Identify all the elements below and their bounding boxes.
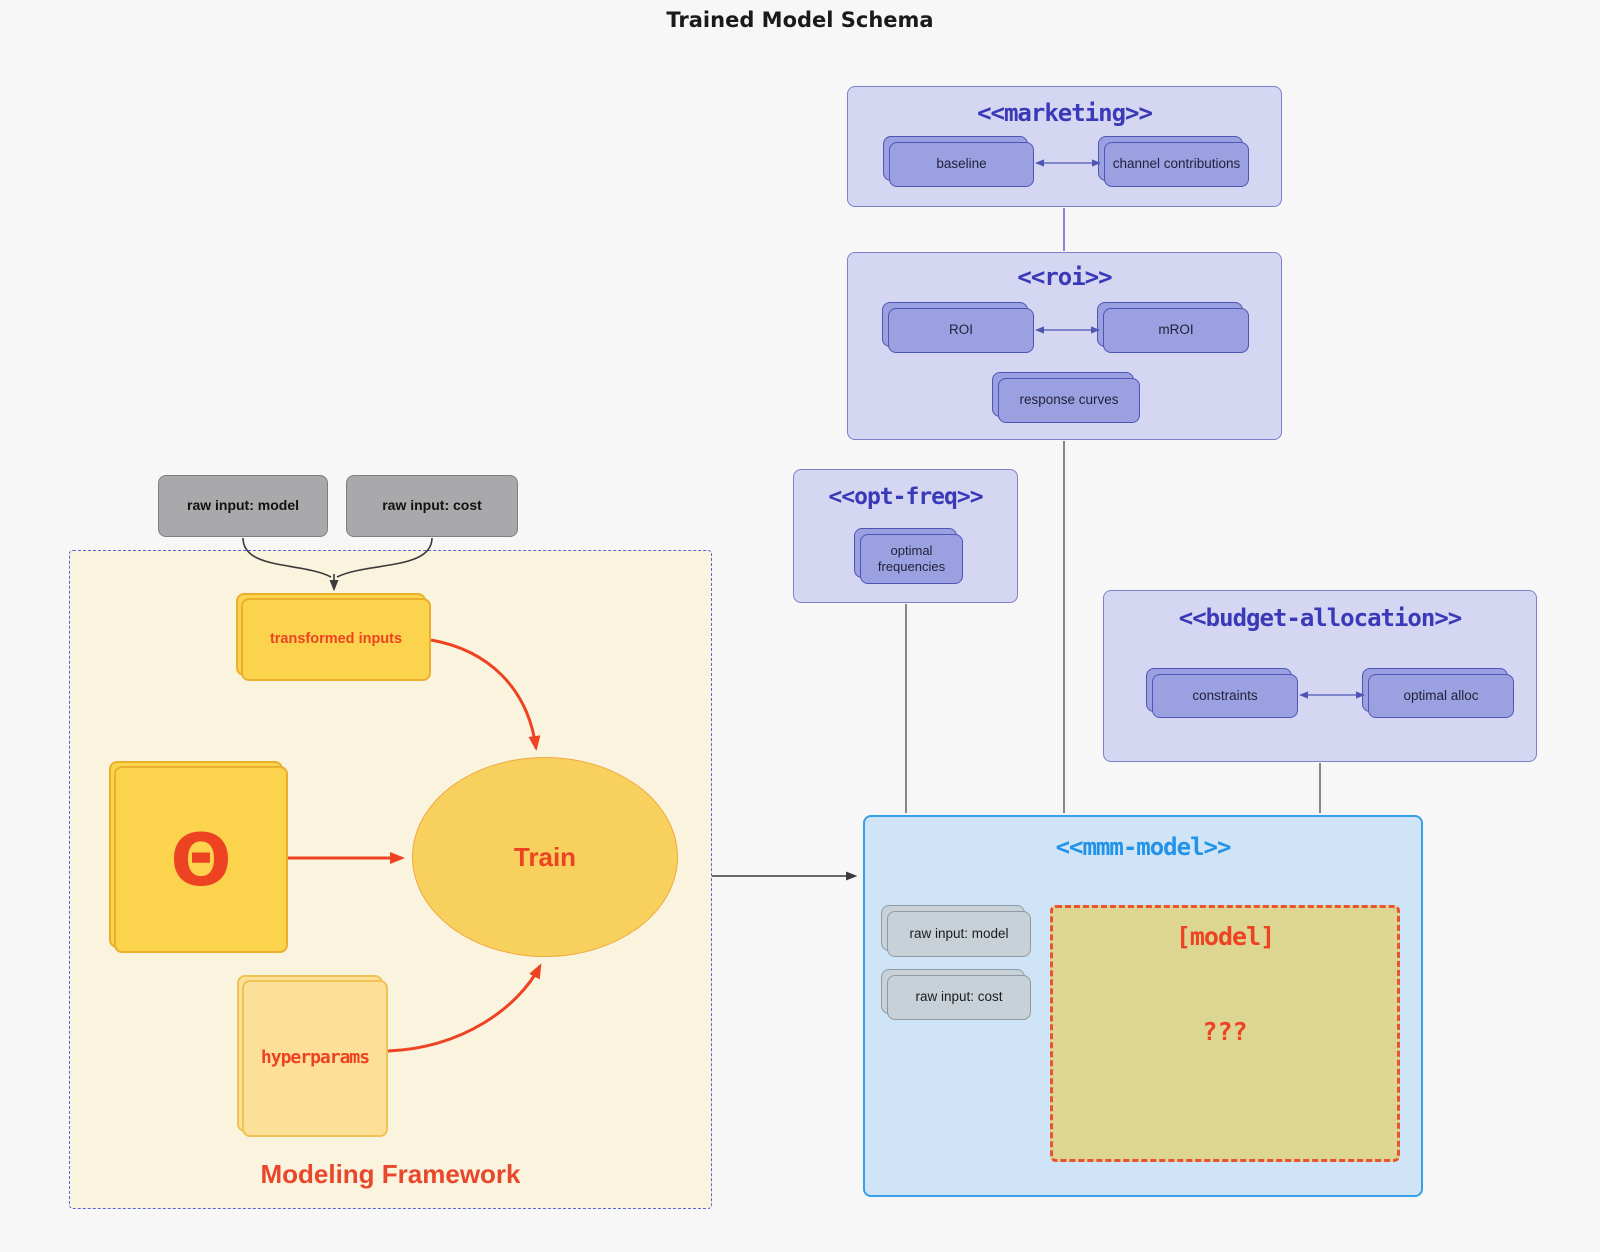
panel-marketing: <<marketing>> baseline channel contribut… (847, 86, 1282, 207)
node-roi: ROI (882, 302, 1034, 353)
node-channel-contributions-label: channel contributions (1112, 156, 1241, 172)
node-optimal-alloc-label: optimal alloc (1403, 687, 1479, 703)
node-transformed-inputs-label: transformed inputs (269, 631, 403, 648)
node-channel-contributions: channel contributions (1098, 136, 1249, 187)
node-mroi: mROI (1097, 302, 1249, 353)
node-mmm-raw-input-model: raw input: model (881, 905, 1031, 957)
node-mmm-raw-input-cost-label: raw input: cost (915, 989, 1003, 1005)
panel-opt-freq-title: <<opt-freq>> (828, 484, 983, 510)
node-optimal-frequencies: optimal frequencies (854, 528, 963, 584)
theta-symbol: Θ (170, 817, 232, 902)
node-constraints: constraints (1146, 668, 1298, 718)
diagram-title: Trained Model Schema (666, 8, 934, 32)
node-baseline: baseline (883, 136, 1034, 187)
node-optimal-alloc: optimal alloc (1362, 668, 1514, 718)
node-raw-input-cost-label: raw input: cost (382, 497, 482, 514)
node-optimal-frequencies-label: optimal frequencies (877, 542, 946, 574)
node-baseline-label: baseline (936, 156, 987, 172)
node-model-placeholder-title: [model] (1175, 922, 1275, 951)
node-train-label: Train (513, 841, 577, 872)
panel-opt-freq: <<opt-freq>> optimal frequencies (793, 469, 1018, 603)
node-model-placeholder: [model] ??? (1050, 905, 1400, 1162)
panel-budget-allocation: <<budget-allocation>> constraints optima… (1103, 590, 1537, 762)
node-hyperparams-label: hyperparams (260, 1047, 370, 1069)
node-raw-input-model: raw input: model (152, 469, 328, 537)
node-raw-input-cost: raw input: cost (340, 469, 518, 537)
node-theta: Θ (109, 761, 288, 953)
node-train: Train (412, 757, 678, 957)
panel-marketing-title: <<marketing>> (977, 99, 1153, 127)
node-mmm-raw-input-model-label: raw input: model (909, 925, 1009, 941)
node-response-curves: response curves (992, 372, 1140, 423)
node-model-unknown: ??? (1202, 1017, 1248, 1046)
node-constraints-label: constraints (1192, 687, 1258, 703)
modeling-framework-label: Modeling Framework (260, 1159, 521, 1189)
panel-mmm-model: <<mmm-model>> raw input: model raw input… (863, 815, 1423, 1197)
node-hyperparams: hyperparams (237, 975, 388, 1137)
panel-mmm-model-title: <<mmm-model>> (1055, 833, 1232, 861)
node-mmm-raw-input-cost: raw input: cost (881, 969, 1031, 1020)
panel-roi: <<roi>> ROI mROI response curves (847, 252, 1282, 440)
node-transformed-inputs: transformed inputs (236, 593, 431, 681)
node-response-curves-label: response curves (1019, 392, 1119, 408)
node-roi-label: ROI (948, 322, 973, 338)
panel-budget-allocation-title: <<budget-allocation>> (1178, 604, 1462, 632)
panel-roi-title: <<roi>> (1017, 263, 1112, 291)
node-raw-input-model-label: raw input: model (187, 497, 299, 514)
node-mroi-label: mROI (1158, 322, 1194, 338)
